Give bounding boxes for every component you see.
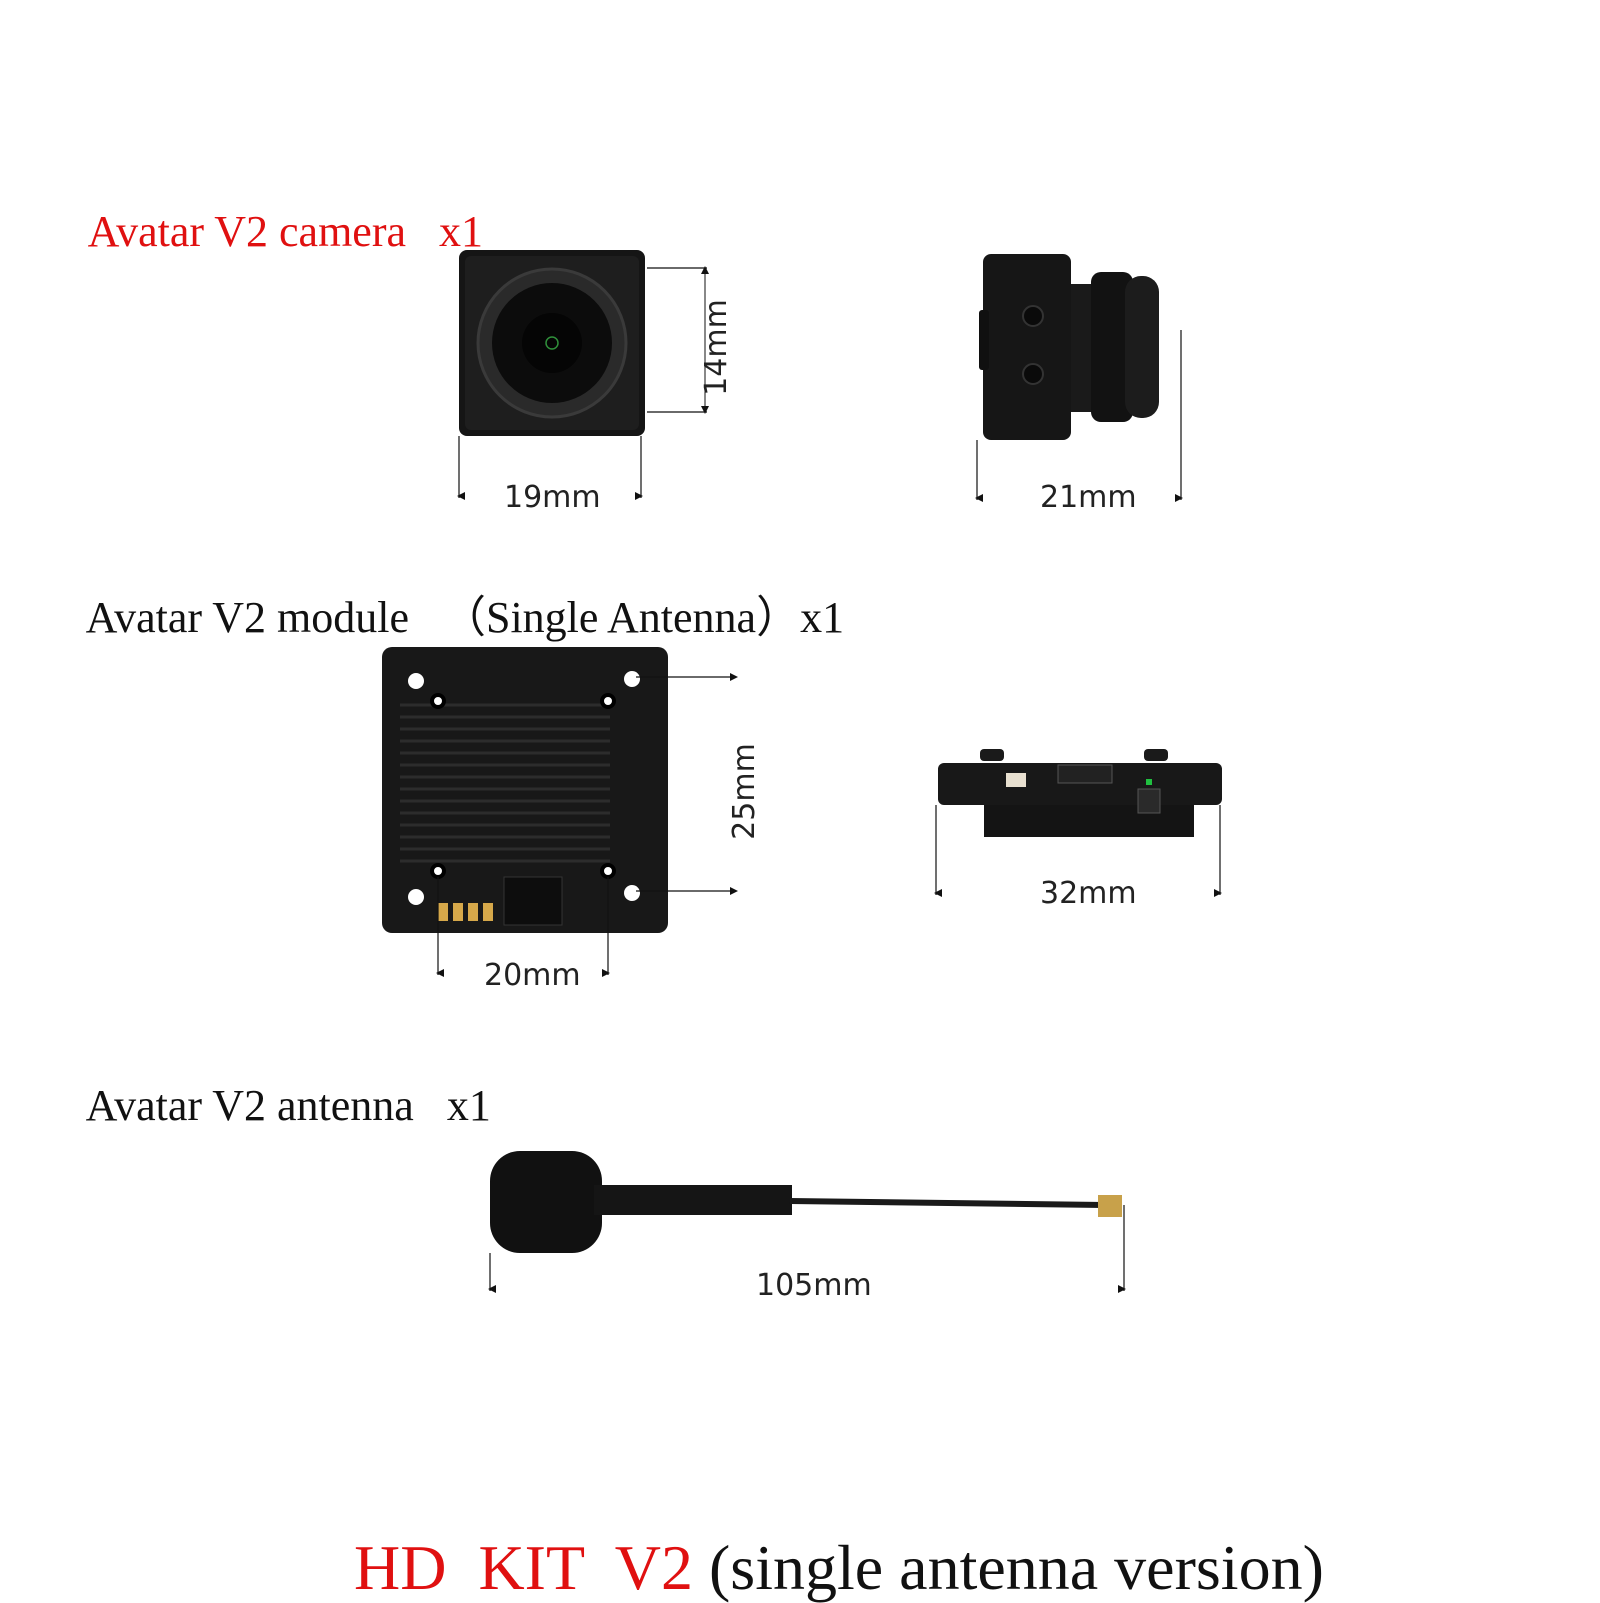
camera-side-length-label: 21mm xyxy=(1040,480,1137,515)
camera-width-label: 19mm xyxy=(504,480,601,515)
footer-title: HD KIT V2 (single antenna version) xyxy=(322,1472,1324,1600)
module-side-length-label: 32mm xyxy=(1040,876,1137,911)
antenna-length-label: 105mm xyxy=(756,1268,872,1303)
footer-version-note: (single antenna version) xyxy=(692,1532,1324,1603)
antenna-heading: Avatar V2 antenna x1 xyxy=(66,1040,491,1128)
module-side-image xyxy=(932,745,1232,905)
camera-qty: x1 xyxy=(439,207,483,256)
module-height-label: 25mm xyxy=(726,743,762,840)
module-top-image xyxy=(380,645,750,985)
module-variant: （Single Antenna） xyxy=(441,593,801,642)
camera-title: Avatar V2 camera xyxy=(87,207,406,256)
module-heading: Avatar V2 module （Single Antenna）x1 xyxy=(66,552,845,642)
antenna-image xyxy=(484,1145,1144,1300)
camera-side-image xyxy=(975,250,1190,510)
module-qty: x1 xyxy=(800,593,845,642)
antenna-title: Avatar V2 antenna xyxy=(85,1081,414,1130)
module-title: Avatar V2 module xyxy=(85,593,409,642)
camera-height-label: 14mm xyxy=(698,299,734,396)
camera-heading: Avatar V2 camera x1 xyxy=(68,166,483,254)
module-width-label: 20mm xyxy=(484,958,581,993)
footer-kit-name: HD KIT V2 xyxy=(354,1532,693,1603)
camera-front-image xyxy=(455,248,725,508)
antenna-qty: x1 xyxy=(446,1081,491,1130)
